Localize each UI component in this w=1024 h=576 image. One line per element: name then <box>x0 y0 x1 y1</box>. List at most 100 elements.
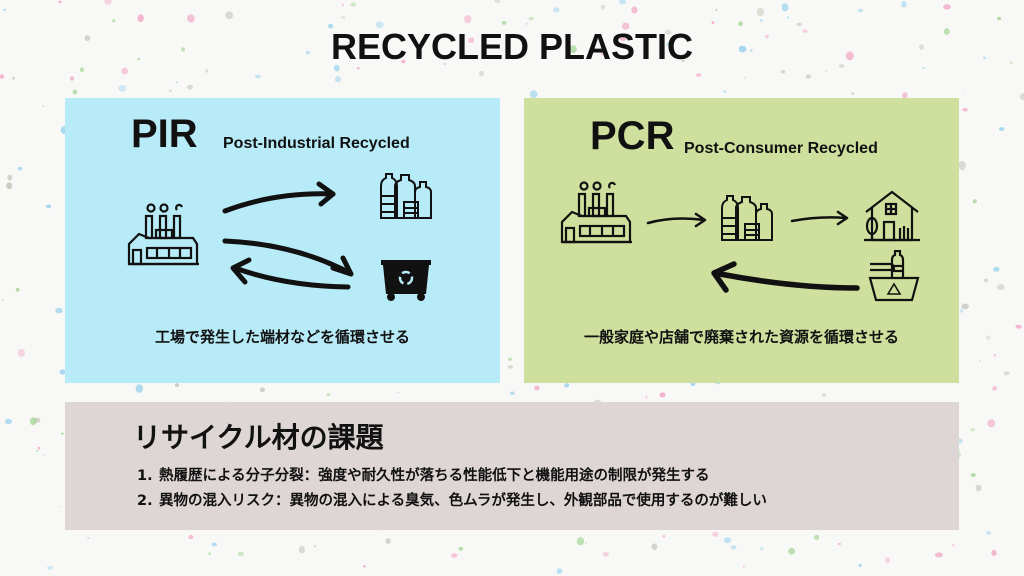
challenge-text: 熱履歴による分子分裂：強度や耐久性が落ちる性能低下と機能用途の制限が発生する <box>159 468 710 484</box>
speckle <box>885 557 890 563</box>
speckle <box>943 4 951 10</box>
challenge-number: 1. <box>137 468 153 484</box>
speckle <box>87 537 90 539</box>
speckle <box>42 105 45 108</box>
speckle <box>618 0 626 5</box>
speckle <box>902 92 908 99</box>
speckle <box>556 568 563 574</box>
speckle <box>651 543 658 550</box>
speckle <box>35 449 39 452</box>
speckle <box>997 16 1002 21</box>
pcr-abbr: PCR <box>590 114 675 158</box>
speckle <box>334 76 342 83</box>
speckle <box>996 284 1005 291</box>
speckle <box>600 4 606 10</box>
speckle <box>796 22 802 27</box>
plastic-bottles-icon <box>380 173 432 219</box>
speckle <box>659 392 666 398</box>
speckle <box>42 454 45 456</box>
speckle <box>397 391 400 394</box>
speckle <box>1019 93 1024 101</box>
speckle <box>362 565 366 568</box>
speckle <box>992 386 997 391</box>
speckle <box>715 8 718 11</box>
speckle <box>696 73 702 77</box>
speckle <box>501 21 507 25</box>
speckle <box>1010 61 1013 65</box>
speckle <box>341 3 345 7</box>
speckle <box>723 537 732 544</box>
speckle <box>305 50 310 55</box>
speckle <box>662 535 666 538</box>
speckle <box>645 396 648 399</box>
speckle <box>46 204 52 209</box>
speckle <box>959 308 964 313</box>
speckle <box>139 384 142 388</box>
challenges-title: リサイクル材の課題 <box>133 421 384 454</box>
speckle <box>3 8 6 12</box>
speckle <box>59 505 61 508</box>
speckle <box>313 545 317 548</box>
speckle <box>5 418 12 425</box>
speckle <box>237 551 244 557</box>
speckle <box>781 3 789 12</box>
speckle <box>742 565 745 568</box>
challenge-item: 1. 熱履歴による分子分裂：強度や耐久性が落ちる性能低下と機能用途の制限が発生する <box>137 464 767 489</box>
speckle <box>55 307 63 314</box>
speckle <box>188 534 194 540</box>
speckle <box>508 365 514 369</box>
speckle <box>17 166 23 171</box>
speckle <box>666 41 673 47</box>
speckle <box>825 70 828 73</box>
speckle <box>15 287 20 292</box>
speckle <box>730 545 737 550</box>
speckle <box>901 1 907 8</box>
speckle <box>602 551 609 557</box>
speckle <box>621 22 630 30</box>
speckle <box>458 546 464 551</box>
speckle <box>169 89 172 92</box>
speckle <box>585 542 587 544</box>
speckle <box>326 393 331 397</box>
speckle <box>401 60 406 64</box>
challenge-number: 2. <box>137 493 153 509</box>
arrow-products-to-house <box>790 216 848 223</box>
speckle <box>6 182 13 190</box>
speckle <box>443 63 447 65</box>
pir-full-name: Post-Industrial Recycled <box>223 135 410 152</box>
speckle <box>979 359 981 363</box>
speckle <box>137 14 144 22</box>
speckle <box>975 484 982 492</box>
speckle <box>298 545 305 554</box>
speckle <box>760 19 763 22</box>
pir-flow-arrows <box>222 181 354 290</box>
pcr-panel: PCR Post-Consumer Recycled <box>524 98 959 383</box>
speckle <box>356 67 360 70</box>
speckle <box>208 552 211 555</box>
speckle <box>528 16 534 21</box>
speckle <box>72 89 78 95</box>
speckle <box>805 74 812 79</box>
pir-abbr: PIR <box>131 112 198 156</box>
speckle <box>743 77 746 79</box>
speckle <box>464 15 472 24</box>
speckle <box>814 534 820 541</box>
speckle <box>765 35 769 39</box>
speckle <box>174 383 180 388</box>
speckle <box>838 542 841 546</box>
pir-panel: PIR Post-Industrial Recycled <box>65 98 500 383</box>
arrow-back-to-factory <box>717 271 860 291</box>
speckle <box>962 107 968 112</box>
speckle <box>711 21 715 25</box>
house-icon <box>864 190 920 242</box>
recycle-bin-icon <box>381 260 431 301</box>
speckle <box>712 531 719 537</box>
speckle <box>385 538 391 544</box>
factory-icon <box>127 203 199 266</box>
speckle <box>375 21 384 29</box>
speckle <box>121 67 128 75</box>
speckle <box>259 387 265 393</box>
arrow-to-products <box>222 191 336 214</box>
speckle <box>851 92 855 95</box>
factory-icon <box>560 181 632 244</box>
